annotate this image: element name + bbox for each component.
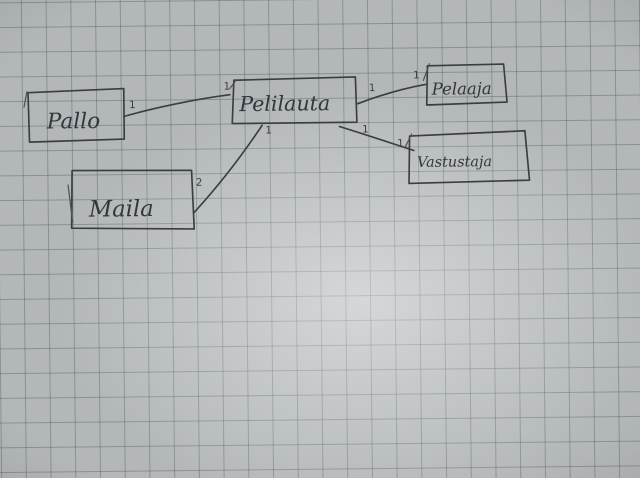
- edge-pelilauta-pelaaja: [356, 83, 427, 105]
- mult-pelilauta-to-pallo: 1: [224, 81, 231, 93]
- node-pelilauta: Pelilauta: [229, 76, 358, 125]
- mult-pelilauta-to-maila: 1: [265, 124, 272, 136]
- node-vastustaja-label: Vastustaja: [417, 154, 492, 171]
- mult-pelilauta-to-pelaaja: 1: [369, 82, 376, 94]
- node-pallo-label: Pallo: [46, 109, 101, 135]
- node-pelaaja-label: Pelaaja: [431, 79, 492, 99]
- mult-vastustaja-side: 1: [397, 137, 404, 149]
- mult-pelaaja-side: 1: [413, 69, 420, 81]
- edge-pelilauta-vastustaja: [338, 125, 415, 152]
- mult-maila-side: 2: [196, 177, 203, 189]
- edge-pallo-pelilauta: [123, 93, 231, 118]
- node-maila: Maila: [67, 169, 196, 230]
- node-vastustaja: Vastustaja: [404, 129, 531, 185]
- node-pelaaja: Pelaaja: [422, 63, 508, 106]
- node-pallo: Pallo: [23, 87, 126, 143]
- mult-pelilauta-to-vastustaja: 1: [362, 123, 369, 135]
- node-maila-label: Maila: [88, 196, 154, 223]
- mult-pallo-side: 1: [129, 99, 136, 111]
- edge-pelilauta-maila: [193, 124, 263, 214]
- node-pelilauta-label: Pelilauta: [238, 91, 330, 116]
